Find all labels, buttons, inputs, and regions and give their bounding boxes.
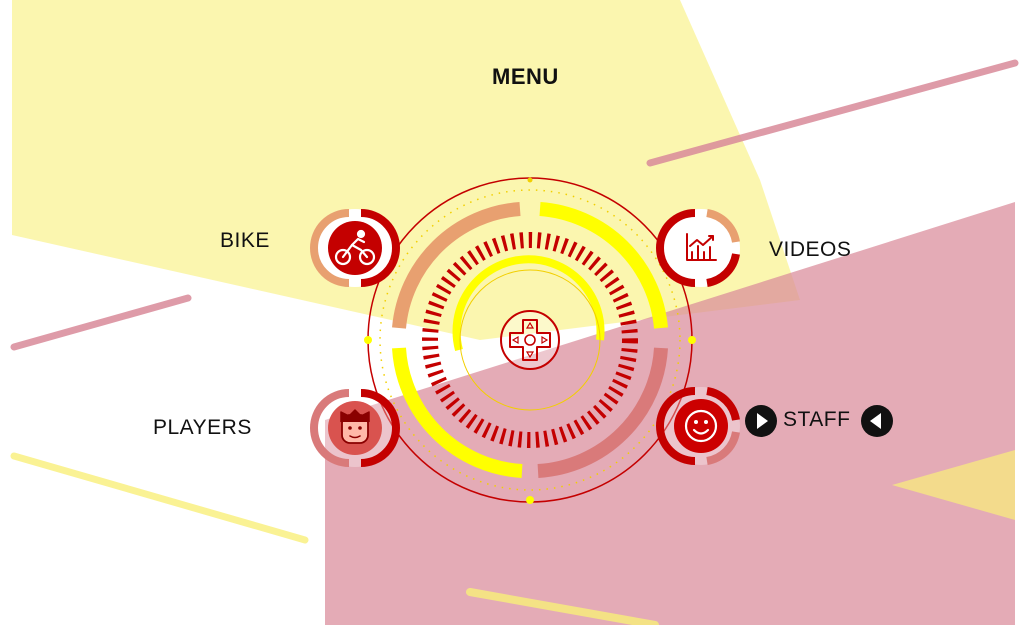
inner-arc-yellow [452, 255, 605, 352]
menu-title: MENU [492, 64, 559, 89]
arc-top-right-yellow [539, 202, 668, 329]
staff-button[interactable] [656, 387, 740, 465]
stripe-bottom-left [10, 452, 309, 544]
pink-band [325, 202, 1015, 625]
yellow-band-bottom-right [892, 450, 1015, 520]
arc-bottom-left-yellow [392, 347, 523, 478]
arc-bottom-right-pale [537, 347, 668, 478]
player-face-icon [340, 409, 370, 444]
players-label[interactable]: PLAYERS [153, 416, 252, 439]
selection-arrow-left-icon [861, 405, 893, 437]
arc-top-left-peach [392, 202, 521, 329]
dotted-ring [379, 189, 681, 491]
videos-label[interactable]: VIDEOS [769, 238, 852, 261]
tick-ring [422, 232, 638, 448]
bike-button[interactable] [310, 209, 400, 287]
dpad-icon[interactable] [500, 310, 560, 370]
bike-label[interactable]: BIKE [220, 229, 270, 252]
staff-label[interactable]: STAFF [783, 408, 851, 431]
hud-ring [364, 177, 696, 504]
stripe-bottom [466, 588, 659, 625]
stripe-top-right [646, 59, 1019, 167]
ring-dot-right [688, 336, 696, 344]
cyclist-icon [334, 229, 376, 266]
background-bands [10, 0, 1019, 625]
smiley-icon [684, 409, 718, 443]
stripe-left [10, 294, 192, 351]
chart-icon [686, 233, 717, 261]
selection-arrow-right-icon [745, 405, 777, 437]
ring-dot-top [527, 177, 533, 183]
ring-dot-left [364, 336, 372, 344]
inner-thin-ring [459, 269, 601, 411]
yellow-band [12, 0, 800, 340]
ring-dot-bottom [526, 496, 534, 504]
videos-button[interactable] [656, 209, 740, 287]
players-button[interactable] [310, 389, 400, 467]
